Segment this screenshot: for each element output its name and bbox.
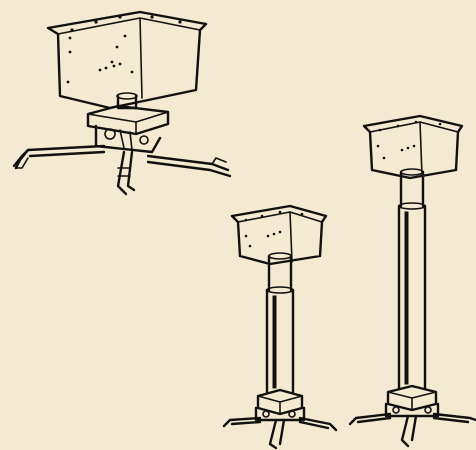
projector-adapter-head xyxy=(86,104,170,154)
projector-adapter-head xyxy=(254,388,306,422)
projector-mount-medium-pole xyxy=(222,204,338,450)
ceiling-plate-box xyxy=(230,204,328,266)
spider-legs xyxy=(12,144,232,196)
spider-legs xyxy=(348,412,476,448)
spider-legs xyxy=(222,416,338,450)
extension-pole xyxy=(397,168,427,390)
ceiling-plate-box xyxy=(362,114,464,180)
projector-adapter-head xyxy=(384,384,440,418)
projector-mount-short xyxy=(12,10,232,196)
ceiling-plate-box xyxy=(46,10,208,110)
projector-mount-long-pole xyxy=(348,114,476,448)
extension-pole xyxy=(265,252,295,394)
